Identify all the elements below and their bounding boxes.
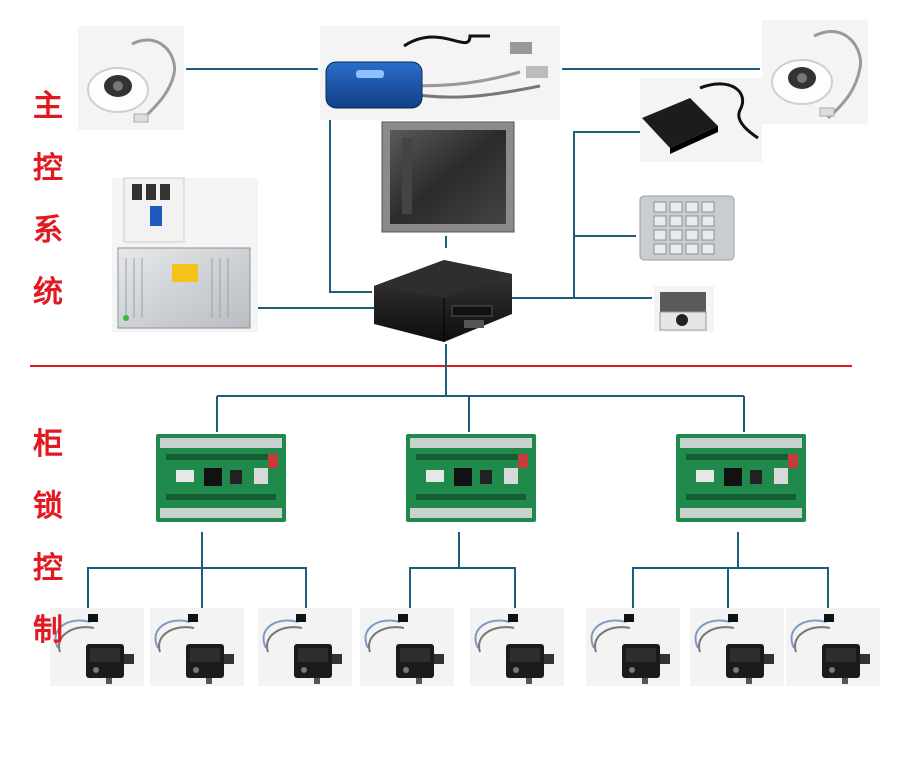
lock-5 bbox=[469, 607, 565, 687]
metal-keypad bbox=[639, 195, 735, 261]
lock-3 bbox=[257, 607, 353, 687]
locker-control-char-2: 锁 bbox=[33, 489, 63, 524]
main-control-char-2: 控 bbox=[33, 151, 63, 186]
video-capture-box bbox=[320, 26, 560, 120]
power-supply bbox=[112, 177, 258, 332]
camera-right bbox=[762, 20, 868, 124]
control-board-2 bbox=[406, 434, 536, 522]
barcode-scanner bbox=[654, 286, 714, 332]
lock-7 bbox=[689, 607, 785, 687]
control-board-1 bbox=[156, 434, 286, 522]
main-control-char-3: 系 bbox=[33, 213, 63, 248]
main-control-char-4: 统 bbox=[33, 275, 63, 310]
lock-6 bbox=[585, 607, 681, 687]
locker-control-char-1: 柜 bbox=[33, 427, 63, 462]
camera-left bbox=[78, 26, 184, 130]
mini-pc bbox=[374, 260, 512, 342]
lcd-monitor bbox=[381, 121, 515, 233]
control-board-3 bbox=[676, 434, 806, 522]
lock-4 bbox=[359, 607, 455, 687]
locker-control-label: 柜 锁 控 制 bbox=[28, 414, 68, 662]
rfid-card-reader bbox=[640, 78, 762, 162]
locker-control-char-4: 制 bbox=[33, 613, 63, 648]
main-control-connections bbox=[186, 68, 760, 396]
main-control-label: 主 控 系 统 bbox=[28, 76, 68, 324]
locker-control-char-3: 控 bbox=[33, 551, 63, 586]
locker-control-connections bbox=[87, 395, 829, 608]
main-control-char-1: 主 bbox=[33, 89, 63, 124]
lock-8 bbox=[785, 607, 881, 687]
lock-2 bbox=[149, 607, 245, 687]
